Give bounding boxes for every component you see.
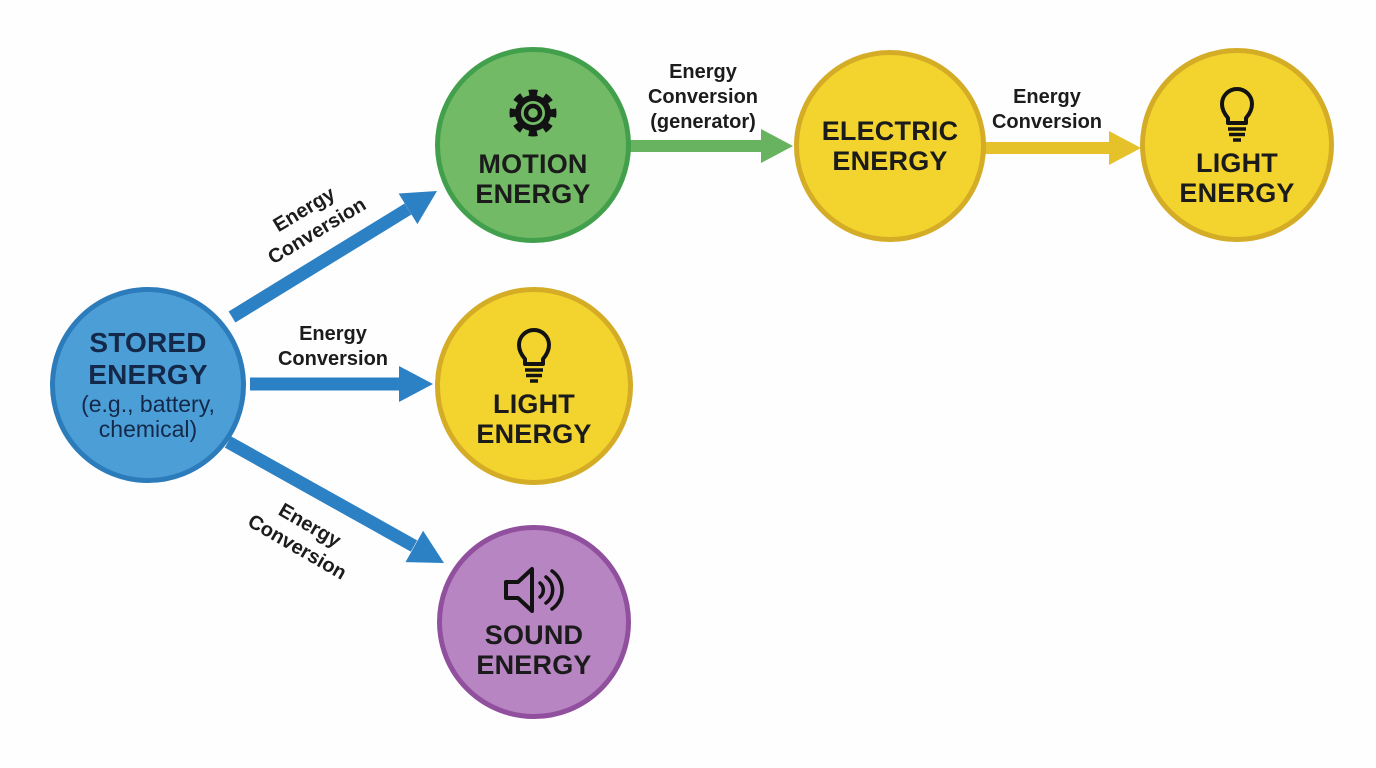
- edge-label-electric-to-light: Energy Conversion: [991, 86, 1103, 133]
- arrow-motion-to-electric: [628, 129, 793, 163]
- node-title: ELECTRIC ENERGY: [821, 115, 959, 176]
- node-title: LIGHT ENERGY: [1179, 147, 1295, 208]
- arrow-electric-to-light: [985, 131, 1141, 165]
- node-title: SOUND ENERGY: [476, 619, 592, 680]
- gear-icon: [509, 89, 557, 137]
- node-title: STORED ENERGY: [88, 327, 208, 390]
- node-title: LIGHT ENERGY: [476, 388, 592, 449]
- node-title: MOTION ENERGY: [475, 148, 591, 209]
- node-light-energy-middle: LIGHT ENERGY: [435, 287, 633, 485]
- node-electric-energy: ELECTRIC ENERGY: [794, 50, 986, 242]
- edge-label-stored-to-light: Energy Conversion: [277, 323, 389, 370]
- edge-label-motion-to-electric: Energy Conversion (generator): [647, 61, 759, 133]
- lightbulb-icon: [1220, 86, 1254, 142]
- node-light-energy-right: LIGHT ENERGY: [1140, 48, 1334, 242]
- arrow-stored-to-motion: [228, 191, 437, 323]
- arrow-stored-to-sound: [224, 436, 444, 563]
- arrow-stored-to-light: [250, 366, 433, 402]
- node-motion-energy: MOTION ENERGY: [435, 47, 631, 243]
- speaker-icon: [504, 566, 564, 613]
- lightbulb-icon: [517, 327, 551, 383]
- node-subtitle: (e.g., battery, chemical): [81, 391, 215, 443]
- node-sound-energy: SOUND ENERGY: [437, 525, 631, 719]
- node-stored-energy: STORED ENERGY (e.g., battery, chemical): [50, 287, 246, 483]
